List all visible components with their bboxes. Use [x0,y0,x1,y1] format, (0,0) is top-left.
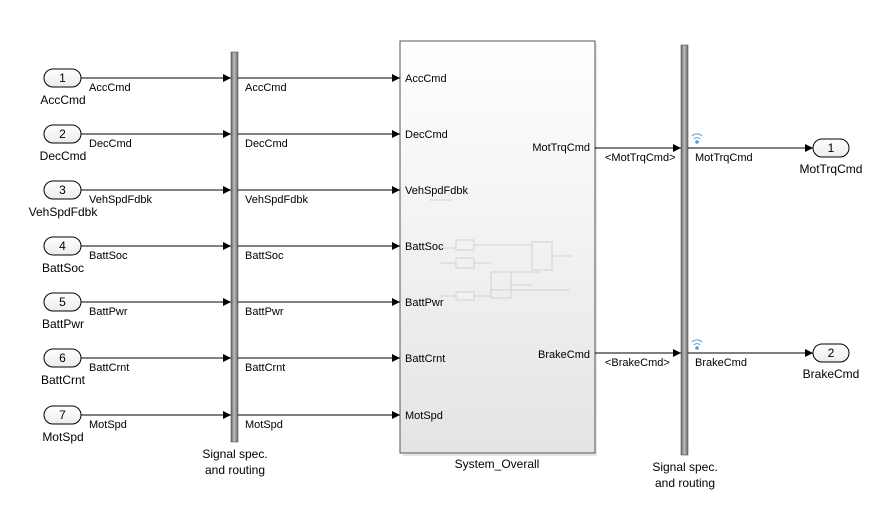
subsystem-name: System_Overall [455,457,540,471]
inport-number: 2 [59,127,66,141]
subsystem-input-label: DecCmd [405,129,448,141]
inport-number: 6 [59,351,66,365]
bus-output-label: BrakeCmd [695,357,747,369]
subsystem-input-label: MotSpd [405,410,443,422]
inport-number: 7 [59,408,66,422]
inport-name: VehSpdFdbk [29,205,99,219]
subsystem-input-label: BattSoc [405,241,444,253]
bus-output-label: BattSoc [245,250,284,262]
right-bus-bar[interactable] [680,44,689,456]
outport-name: MotTrqCmd [800,162,863,176]
inport-number: 1 [59,71,66,85]
inport-number: 5 [59,295,66,309]
outport-number: 1 [828,141,835,155]
bus-output-label: BattPwr [245,306,284,318]
signal-label: MotSpd [89,419,127,431]
subsystem-input-label: BattPwr [405,297,444,309]
inport-name: DecCmd [40,149,87,163]
signal-logging-icon[interactable] [691,133,703,144]
signal-label: BattSoc [89,250,128,262]
signal-label: BattCrnt [89,362,129,374]
outport-name: BrakeCmd [803,367,860,381]
left-bus-bar[interactable] [230,51,239,443]
subsystem-input-label: VehSpdFdbk [405,185,468,197]
bus-output-label: MotTrqCmd [695,152,753,164]
subsystem-input-label: BattCrnt [405,353,445,365]
bus-output-label: BattCrnt [245,362,285,374]
outport-block[interactable] [812,343,850,363]
left-bus-caption-line1: Signal spec. [202,447,267,461]
system-overall-block[interactable]: MotTrqCmd BrakeCmd [399,40,597,456]
inport-name: MotSpd [42,430,83,444]
subsystem-preview-graphic [430,199,572,301]
outport-block[interactable] [812,138,850,158]
signal-logging-icon[interactable] [691,339,703,350]
bus-input-label: <MotTrqCmd> [605,152,676,164]
inport-name: BattCrnt [41,373,86,387]
inport-number: 3 [59,183,66,197]
bus-output-label: VehSpdFdbk [245,194,308,206]
subsystem-input-label: AccCmd [405,73,447,85]
bus-output-label: MotSpd [245,419,283,431]
bus-output-label: AccCmd [245,82,287,94]
inport-number: 4 [59,239,66,253]
signal-label: DecCmd [89,138,132,150]
signal-label: AccCmd [89,82,131,94]
inport-name: AccCmd [40,93,85,107]
bus-output-label: DecCmd [245,138,288,150]
bus-input-label: <BrakeCmd> [605,357,670,369]
right-bus-caption-line2: and routing [655,476,715,490]
inport-name: BattPwr [42,317,84,331]
subsystem-output-label-1: MotTrqCmd [532,142,590,154]
signal-label: BattPwr [89,306,128,318]
signal-label: VehSpdFdbk [89,194,152,206]
right-bus-caption-line1: Signal spec. [652,460,717,474]
outport-number: 2 [828,346,835,360]
subsystem-output-label-2: BrakeCmd [538,349,590,361]
left-bus-caption-line2: and routing [205,463,265,477]
inport-name: BattSoc [42,261,84,275]
